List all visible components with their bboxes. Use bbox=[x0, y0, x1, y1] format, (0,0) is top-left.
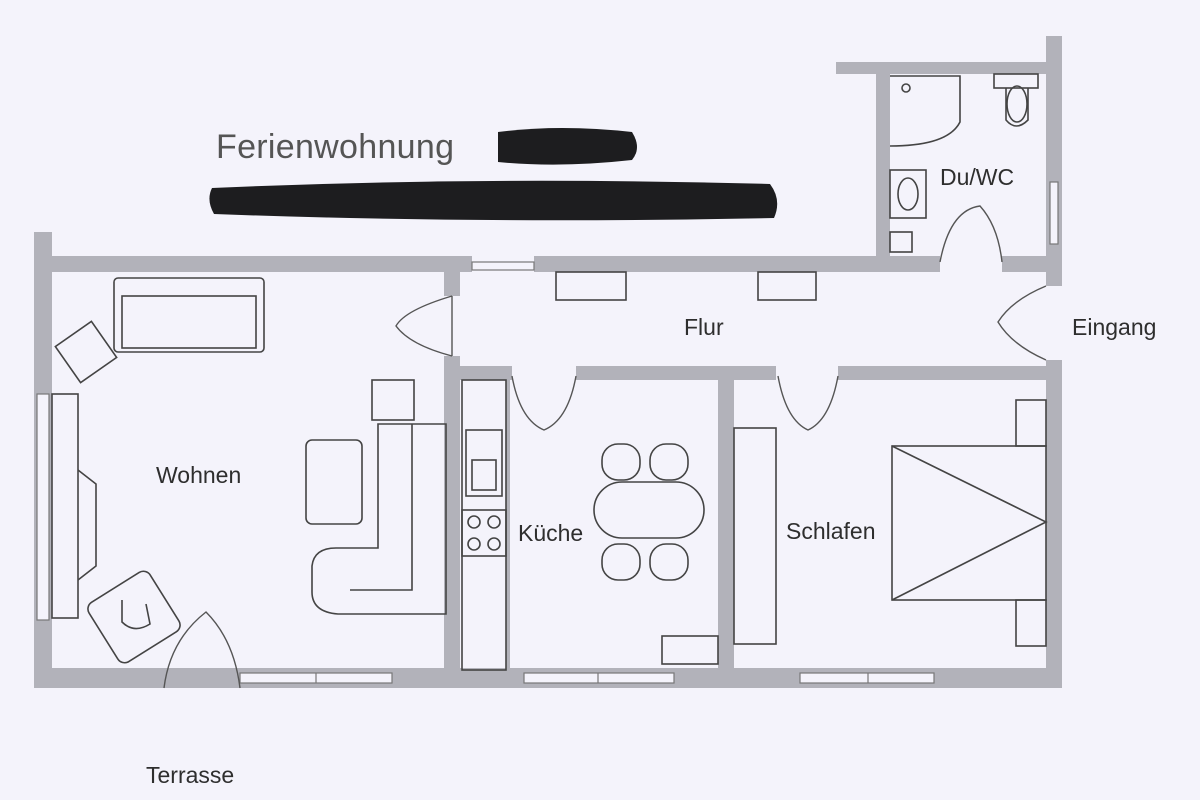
room-label-wohnen: Wohnen bbox=[156, 462, 242, 488]
label-terrasse: Terrasse bbox=[146, 762, 235, 788]
kitchen-furniture bbox=[461, 379, 719, 671]
room-label-flur: Flur bbox=[684, 314, 724, 340]
walls bbox=[34, 36, 1062, 688]
room-label-duwc: Du/WC bbox=[940, 164, 1015, 190]
bathroom-fixtures bbox=[889, 73, 1039, 253]
hallway-furniture bbox=[555, 271, 817, 301]
windows bbox=[36, 181, 1059, 684]
bedroom-furniture bbox=[733, 399, 1048, 647]
label-eingang: Eingang bbox=[1072, 314, 1157, 340]
living-room-furniture bbox=[51, 277, 447, 664]
room-label-kueche: Küche bbox=[518, 520, 584, 546]
doors bbox=[163, 205, 1047, 689]
room-label-schlafen: Schlafen bbox=[786, 518, 876, 544]
plan-title: Ferienwohnung bbox=[216, 128, 455, 166]
redaction-marks bbox=[209, 128, 778, 221]
